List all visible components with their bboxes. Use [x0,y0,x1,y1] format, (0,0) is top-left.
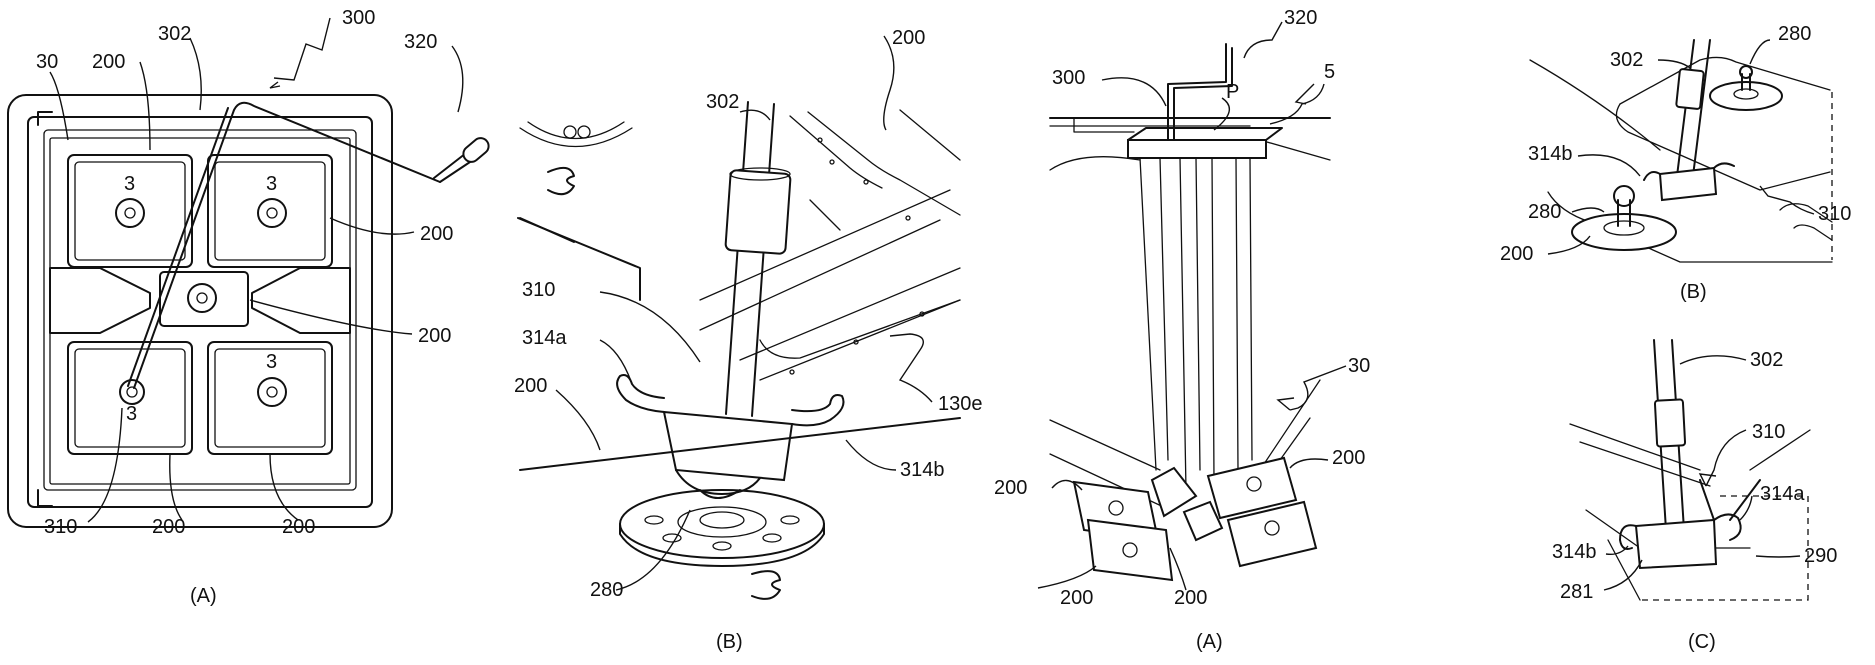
center-hub [49,267,351,334]
label-200-top: 200 [892,27,925,49]
label-200-top-left: 200 [92,51,125,73]
pad-mark-4: 3 [266,351,277,373]
label-280-left: 280 [1528,201,1561,223]
label-314a: 314a [522,327,567,349]
label-302: 302 [1750,349,1783,371]
label-310: 310 [1818,203,1851,225]
pad-top-left: 3 [67,154,193,268]
pad-mark-3: 3 [126,403,137,425]
hanging-pad-right [1206,456,1298,520]
label-200-bottom-mid: 200 [1174,587,1207,609]
left-panel-b: 200 302 310 314a 200 130e 314b 280 (B) [514,27,983,653]
hanging-pad-bottom-left [1086,518,1174,582]
label-130e: 130e [938,393,983,415]
caption-right-a: (A) [1196,631,1223,653]
label-30: 30 [36,51,58,73]
label-320: 320 [1284,7,1317,29]
pad-mark-2: 3 [266,173,277,195]
label-302: 302 [706,91,739,113]
label-300: 300 [1052,67,1085,89]
label-314b: 314b [900,459,945,481]
right-panel-a: 320 300 P 5 30 200 200 200 200 (A) [994,7,1370,653]
label-300: 300 [342,7,375,29]
right-panel-c: 302 310 314a 314b 290 281 (C) [1552,339,1837,653]
label-200-bottom-mid: 200 [152,516,185,538]
label-310: 310 [522,279,555,301]
label-314a: 314a [1760,483,1805,505]
pad-bottom-right: 3 [207,341,333,455]
label-200-right: 200 [1332,447,1365,469]
label-320: 320 [404,31,437,53]
pad-top-right: 3 [207,154,333,268]
label-281: 281 [1560,581,1593,603]
caption-left-b: (B) [716,631,743,653]
lifting-tool [127,101,490,389]
label-314b: 314b [1528,143,1573,165]
pad-bottom-left: 3 [67,341,193,455]
label-314b: 314b [1552,541,1597,563]
label-p: P [1226,81,1239,103]
label-30: 30 [1348,355,1370,377]
label-200-bottom-right: 200 [282,516,315,538]
label-290: 290 [1804,545,1837,567]
flange-base [619,489,825,567]
label-310: 310 [1752,421,1785,443]
label-5: 5 [1324,61,1335,83]
caption-right-c: (C) [1688,631,1716,653]
label-200-center: 200 [418,325,451,347]
tray-top-view: 3 3 [7,94,393,528]
label-200-bottom-left: 200 [1060,587,1093,609]
left-panel-a: 3 3 [7,7,490,607]
label-200: 200 [1500,243,1533,265]
tool-shaft [724,101,792,417]
label-280: 280 [590,579,623,601]
label-200-left: 200 [514,375,547,397]
hanging-pad-center [1150,466,1224,542]
caption-left-a: (A) [190,585,217,607]
label-200-left: 200 [994,477,1027,499]
label-310: 310 [44,516,77,538]
hanging-pad-bottom-right [1226,500,1318,568]
pad-mark-1: 3 [124,173,135,195]
caption-right-b: (B) [1680,281,1707,303]
label-200-right-upper: 200 [420,223,453,245]
label-280-top: 280 [1778,23,1811,45]
right-panel-b: 302 280 314b 280 200 310 (B) [1500,23,1851,303]
label-302: 302 [158,23,191,45]
label-302: 302 [1610,49,1643,71]
